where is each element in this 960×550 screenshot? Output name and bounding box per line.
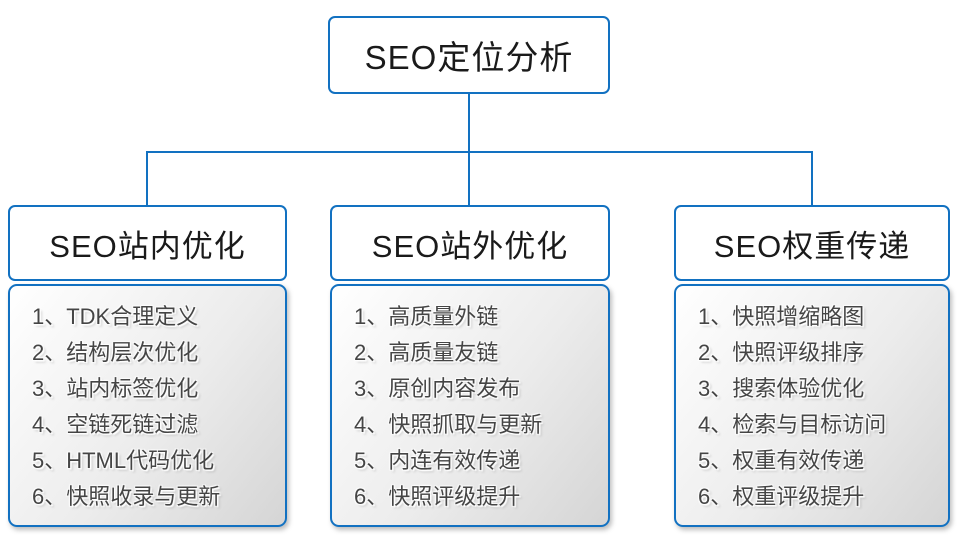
list-item: 5、权重有效传递 [698, 448, 865, 473]
column-title: SEO站外优化 [371, 228, 569, 264]
column-header-offsite: SEO站外优化 [330, 205, 610, 281]
column-list-onsite: 1、TDK合理定义 2、结构层次优化 3、站内标签优化 4、空链死链过滤 5、H… [8, 284, 287, 527]
root-node-seo-positioning: SEO定位分析 [328, 16, 610, 94]
list-item: 1、高质量外链 [354, 304, 499, 329]
connector-root-stem [468, 94, 470, 152]
column-list-weight: 1、快照增缩略图 2、快照评级排序 3、搜索体验优化 4、检索与目标访问 5、权… [674, 284, 950, 527]
connector-drop-right [811, 151, 813, 207]
connector-horizontal [146, 151, 813, 153]
item-list: 1、TDK合理定义 2、结构层次优化 3、站内标签优化 4、空链死链过滤 5、H… [10, 286, 285, 515]
connector-drop-left [146, 151, 148, 207]
column-title: SEO站内优化 [49, 228, 246, 264]
list-item: 3、站内标签优化 [32, 376, 199, 401]
list-item: 3、搜索体验优化 [698, 376, 865, 401]
list-item: 6、快照评级提升 [354, 484, 521, 509]
list-item: 1、TDK合理定义 [32, 304, 199, 329]
item-list: 1、高质量外链 2、高质量友链 3、原创内容发布 4、快照抓取与更新 5、内连有… [332, 286, 608, 515]
column-title: SEO权重传递 [713, 228, 911, 264]
list-item: 1、快照增缩略图 [698, 304, 865, 329]
list-item: 6、权重评级提升 [698, 484, 865, 509]
list-item: 2、结构层次优化 [32, 340, 199, 365]
item-list: 1、快照增缩略图 2、快照评级排序 3、搜索体验优化 4、检索与目标访问 5、权… [676, 286, 948, 515]
list-item: 3、原创内容发布 [354, 376, 521, 401]
list-item: 4、空链死链过滤 [32, 412, 199, 437]
column-header-onsite: SEO站内优化 [8, 205, 287, 281]
list-item: 2、快照评级排序 [698, 340, 865, 365]
column-list-offsite: 1、高质量外链 2、高质量友链 3、原创内容发布 4、快照抓取与更新 5、内连有… [330, 284, 610, 527]
list-item: 2、高质量友链 [354, 340, 499, 365]
list-item: 4、检索与目标访问 [698, 412, 887, 437]
list-item: 5、内连有效传递 [354, 448, 521, 473]
root-node-title: SEO定位分析 [364, 39, 574, 76]
list-item: 6、快照收录与更新 [32, 484, 221, 509]
column-header-weight: SEO权重传递 [674, 205, 950, 281]
list-item: 5、HTML代码优化 [32, 448, 215, 473]
connector-drop-middle [468, 151, 470, 207]
list-item: 4、快照抓取与更新 [354, 412, 543, 437]
